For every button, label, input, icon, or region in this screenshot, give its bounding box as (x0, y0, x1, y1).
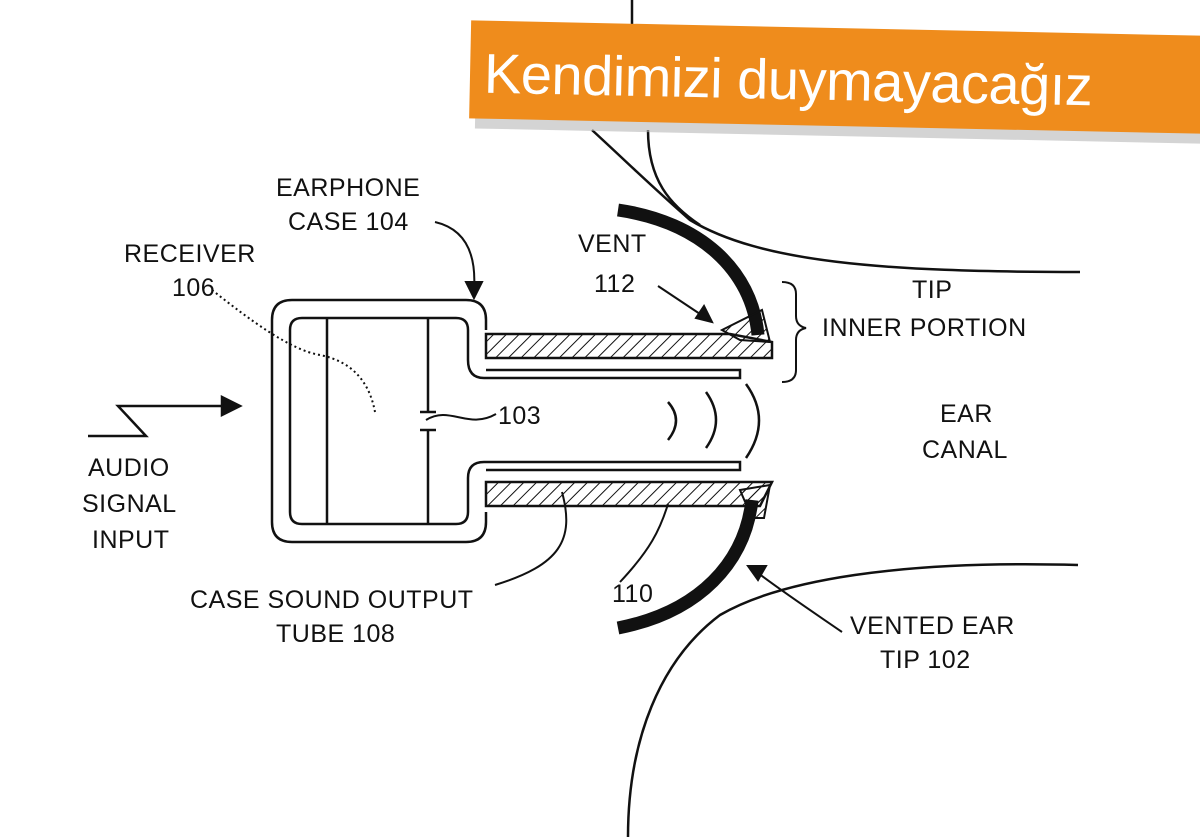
label-vented-tip-2: TIP 102 (880, 646, 971, 674)
banner-background (469, 20, 1200, 134)
leader-vented-tip-arrowhead (746, 565, 768, 582)
leader-earphone-case (434, 221, 476, 291)
leader-case-tube (494, 491, 568, 586)
sound-output-tube (466, 332, 775, 508)
sound-wave-2 (704, 391, 718, 449)
leader-vent (657, 285, 707, 319)
leader-vent-arrowhead (694, 304, 714, 324)
leader-receiver (211, 289, 376, 413)
label-audio-1: AUDIO (88, 454, 170, 482)
label-audio-2: SIGNAL (82, 490, 177, 518)
banner-title: Kendimizi duymayacağız (483, 42, 1093, 118)
tube-lower-inner-wall (466, 460, 742, 479)
diagram-labels: EARPHONE CASE 104 RECEIVER 106 VENT 112 … (82, 174, 1027, 674)
label-case-tube-1: CASE SOUND OUTPUT (190, 586, 474, 614)
label-ear-canal-1: EAR (940, 400, 993, 428)
label-ear-canal-2: CANAL (922, 436, 1008, 464)
label-vent-2: 112 (594, 270, 635, 298)
tip-inner-brace (781, 281, 807, 383)
case-inner-outline (288, 316, 470, 526)
leader-vented-tip (753, 569, 843, 633)
label-tip-1: TIP (912, 276, 952, 304)
label-110: 110 (612, 580, 653, 608)
vented-ear-tip (616, 203, 765, 635)
ear-tip-upper-arc (617, 203, 765, 336)
leader-earphone-case-arrowhead (464, 281, 484, 301)
label-earphone-case-1: EARPHONE (276, 174, 420, 202)
leader-110 (619, 503, 669, 583)
ear-lower-curve (626, 562, 1079, 837)
ear-upper-inner-curve (646, 129, 701, 227)
tube-upper-hatched-wall (484, 332, 774, 360)
title-banner: Kendimizi duymayacağız (469, 20, 1200, 144)
label-103: 103 (498, 402, 541, 430)
label-receiver-2: 106 (172, 274, 215, 302)
leader-lines (211, 221, 843, 633)
label-vented-tip-1: VENTED EAR (850, 612, 1015, 640)
label-audio-3: INPUT (92, 526, 170, 554)
audio-zigzag (88, 404, 166, 438)
label-tip-2: INNER PORTION (822, 314, 1027, 342)
label-vent-1: VENT (578, 230, 647, 258)
sound-wave-1 (667, 401, 678, 441)
audio-arrow-head (220, 394, 243, 418)
label-case-tube-2: TUBE 108 (276, 620, 395, 648)
label-receiver-1: RECEIVER (124, 240, 256, 268)
ear-tip-lower-arc (616, 499, 759, 635)
sound-waves (667, 383, 761, 459)
sound-wave-3 (744, 383, 761, 459)
audio-signal-symbol (88, 394, 243, 438)
label-earphone-case-2: CASE 104 (288, 208, 409, 236)
leader-103 (425, 413, 497, 421)
tube-upper-inner-wall (466, 359, 742, 380)
tube-lower-hatched-wall (484, 480, 775, 508)
case-outer-outline (270, 298, 488, 544)
earphone-case (270, 298, 488, 544)
ear-upper-curve (591, 129, 1081, 274)
